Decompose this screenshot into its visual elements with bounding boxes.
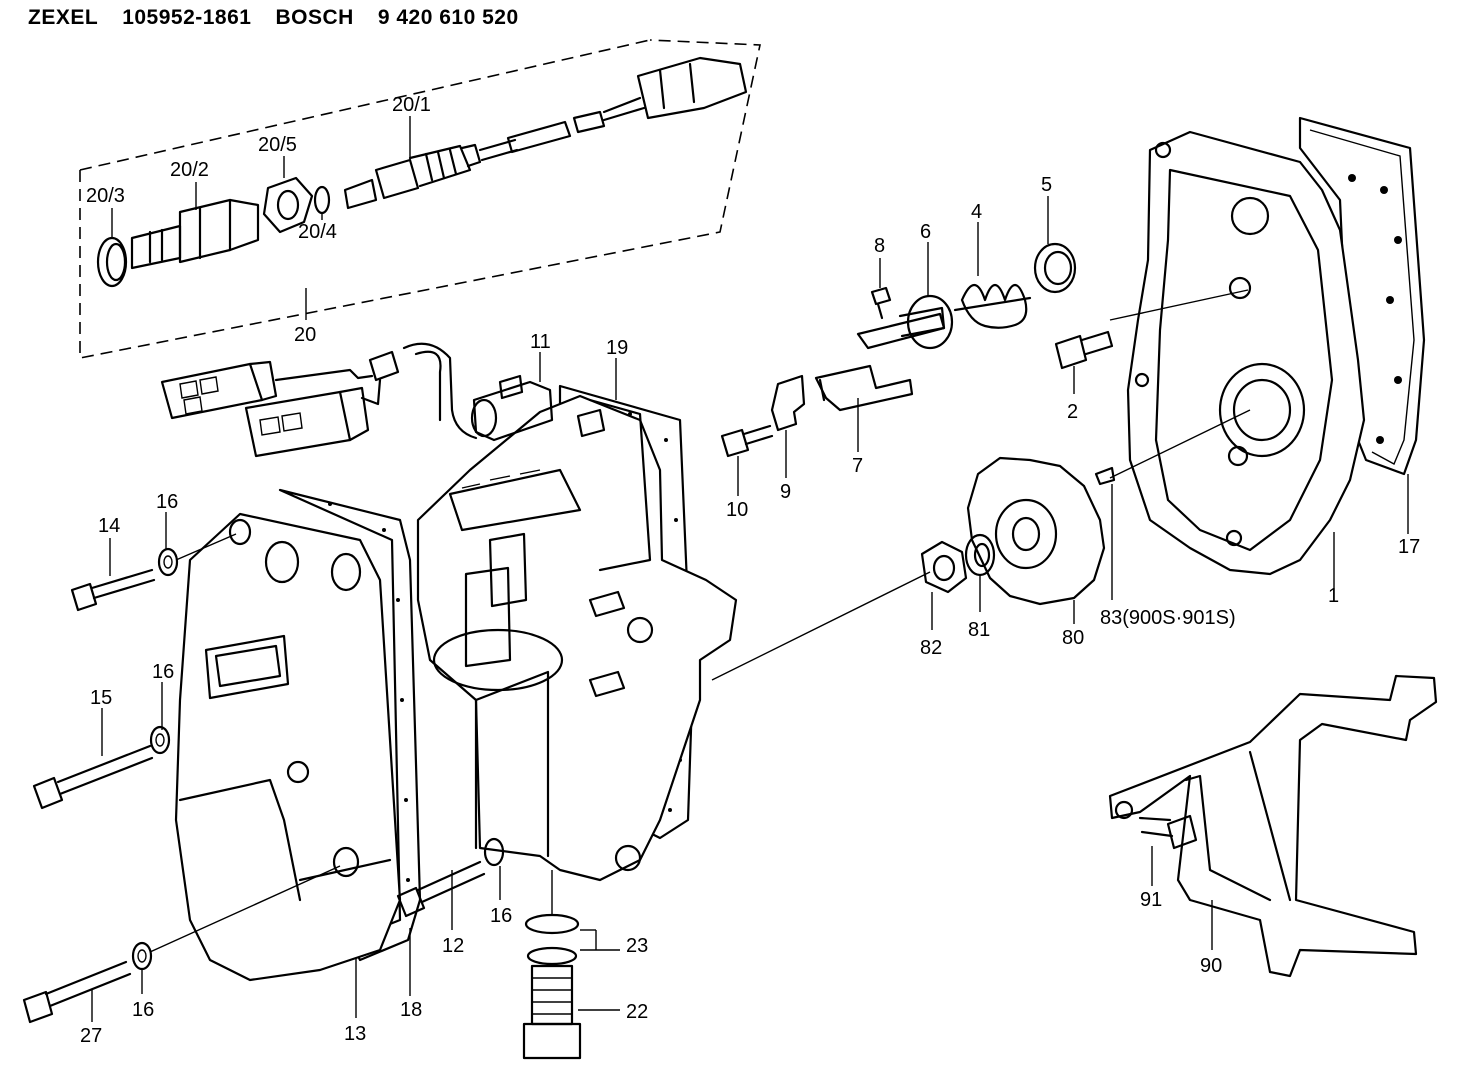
gasket-18 <box>278 488 422 962</box>
label-20-3: 20/3 <box>86 185 125 207</box>
main-body <box>416 394 738 882</box>
washer-16-mid <box>149 725 171 755</box>
label-leader-lines <box>91 116 1409 1022</box>
nut-82 <box>920 540 968 594</box>
header-brand-bosch: BOSCH <box>275 6 354 29</box>
label-20-2: 20/2 <box>170 159 209 181</box>
bolt-2 <box>1054 330 1114 370</box>
sensor-group-dashed-box <box>79 39 761 359</box>
key-83 <box>1094 466 1116 486</box>
washer-16-body <box>483 837 505 867</box>
label-15: 15 <box>90 687 112 709</box>
speed-sensor-20-1 <box>343 56 748 210</box>
sensor-body-20-2 <box>130 198 260 270</box>
washer-20-3 <box>96 236 128 288</box>
harness-connectors <box>160 342 478 458</box>
seal-rings-23 <box>524 913 580 966</box>
header-bosch-part-number: 9 420 610 520 <box>377 6 519 29</box>
label-2: 2 <box>1067 401 1078 423</box>
left-cover-13 <box>174 512 402 982</box>
label-10: 10 <box>726 499 748 521</box>
bolt-top-body <box>576 408 606 438</box>
label-8: 8 <box>874 235 885 257</box>
label-14: 14 <box>98 515 120 537</box>
label-20-5: 20/5 <box>258 134 297 156</box>
bolt-91 <box>1138 814 1198 850</box>
part-labels: 20/3 20/2 20/5 20/1 20/4 20 8 6 4 5 2 11… <box>80 94 1420 1047</box>
bolt-14 <box>70 568 156 612</box>
label-16-bottom: 16 <box>132 999 154 1021</box>
label-19: 19 <box>606 337 628 359</box>
bolt-15 <box>32 744 154 810</box>
label-23: 23 <box>626 935 648 957</box>
leader-line-82-to-body <box>711 571 931 681</box>
label-17: 17 <box>1398 536 1420 558</box>
sensor-group-dashed-top <box>79 39 651 171</box>
label-80: 80 <box>1062 627 1084 649</box>
label-16-top: 16 <box>156 491 178 513</box>
label-90: 90 <box>1200 955 1222 977</box>
label-6: 6 <box>920 221 931 243</box>
washer-16-bottom <box>131 941 153 971</box>
label-82: 82 <box>920 637 942 659</box>
label-13: 13 <box>344 1023 366 1045</box>
bracket-90 <box>1108 674 1438 978</box>
fitting-11 <box>470 374 554 442</box>
wheel-80 <box>966 456 1106 606</box>
label-18: 18 <box>400 999 422 1021</box>
label-7: 7 <box>852 455 863 477</box>
label-81: 81 <box>968 619 990 641</box>
screw-8 <box>870 286 892 320</box>
bolt-27 <box>22 960 132 1024</box>
label-27: 27 <box>80 1025 102 1047</box>
lever-7 <box>814 312 946 412</box>
header-brand-zexel: ZEXEL <box>28 6 99 29</box>
label-20-4: 20/4 <box>298 221 337 243</box>
diagram-header: ZEXEL 105952-1861 BOSCH 9 420 610 520 <box>28 6 543 36</box>
header-zexel-part-number: 105952-1861 <box>122 6 252 29</box>
spring-4 <box>953 283 1032 329</box>
gasket-17 <box>1298 116 1426 476</box>
label-20: 20 <box>294 324 316 346</box>
label-11: 11 <box>530 331 551 353</box>
ring-20-4 <box>313 185 331 215</box>
washer-5 <box>1033 242 1077 294</box>
nut-20-5 <box>262 176 314 234</box>
cover-1 <box>1109 130 1366 576</box>
bolt-12 <box>396 860 486 918</box>
bracket-9 <box>770 374 806 432</box>
washer-16-top <box>157 547 179 577</box>
label-9: 9 <box>780 481 791 503</box>
label-20-1: 20/1 <box>392 94 431 116</box>
leader-14 <box>175 533 237 561</box>
label-22: 22 <box>626 1001 648 1023</box>
label-16-body: 16 <box>490 905 512 927</box>
label-4: 4 <box>971 201 982 223</box>
label-91: 91 <box>1140 889 1162 911</box>
banjo-bolt-22 <box>522 964 582 1060</box>
label-5: 5 <box>1041 174 1052 196</box>
label-16-mid: 16 <box>152 661 174 683</box>
bolt-10 <box>720 424 774 458</box>
label-1: 1 <box>1328 585 1339 607</box>
leader-27 <box>149 865 341 953</box>
label-12: 12 <box>442 935 464 957</box>
label-83: 83(900S·901S) <box>1100 607 1236 629</box>
